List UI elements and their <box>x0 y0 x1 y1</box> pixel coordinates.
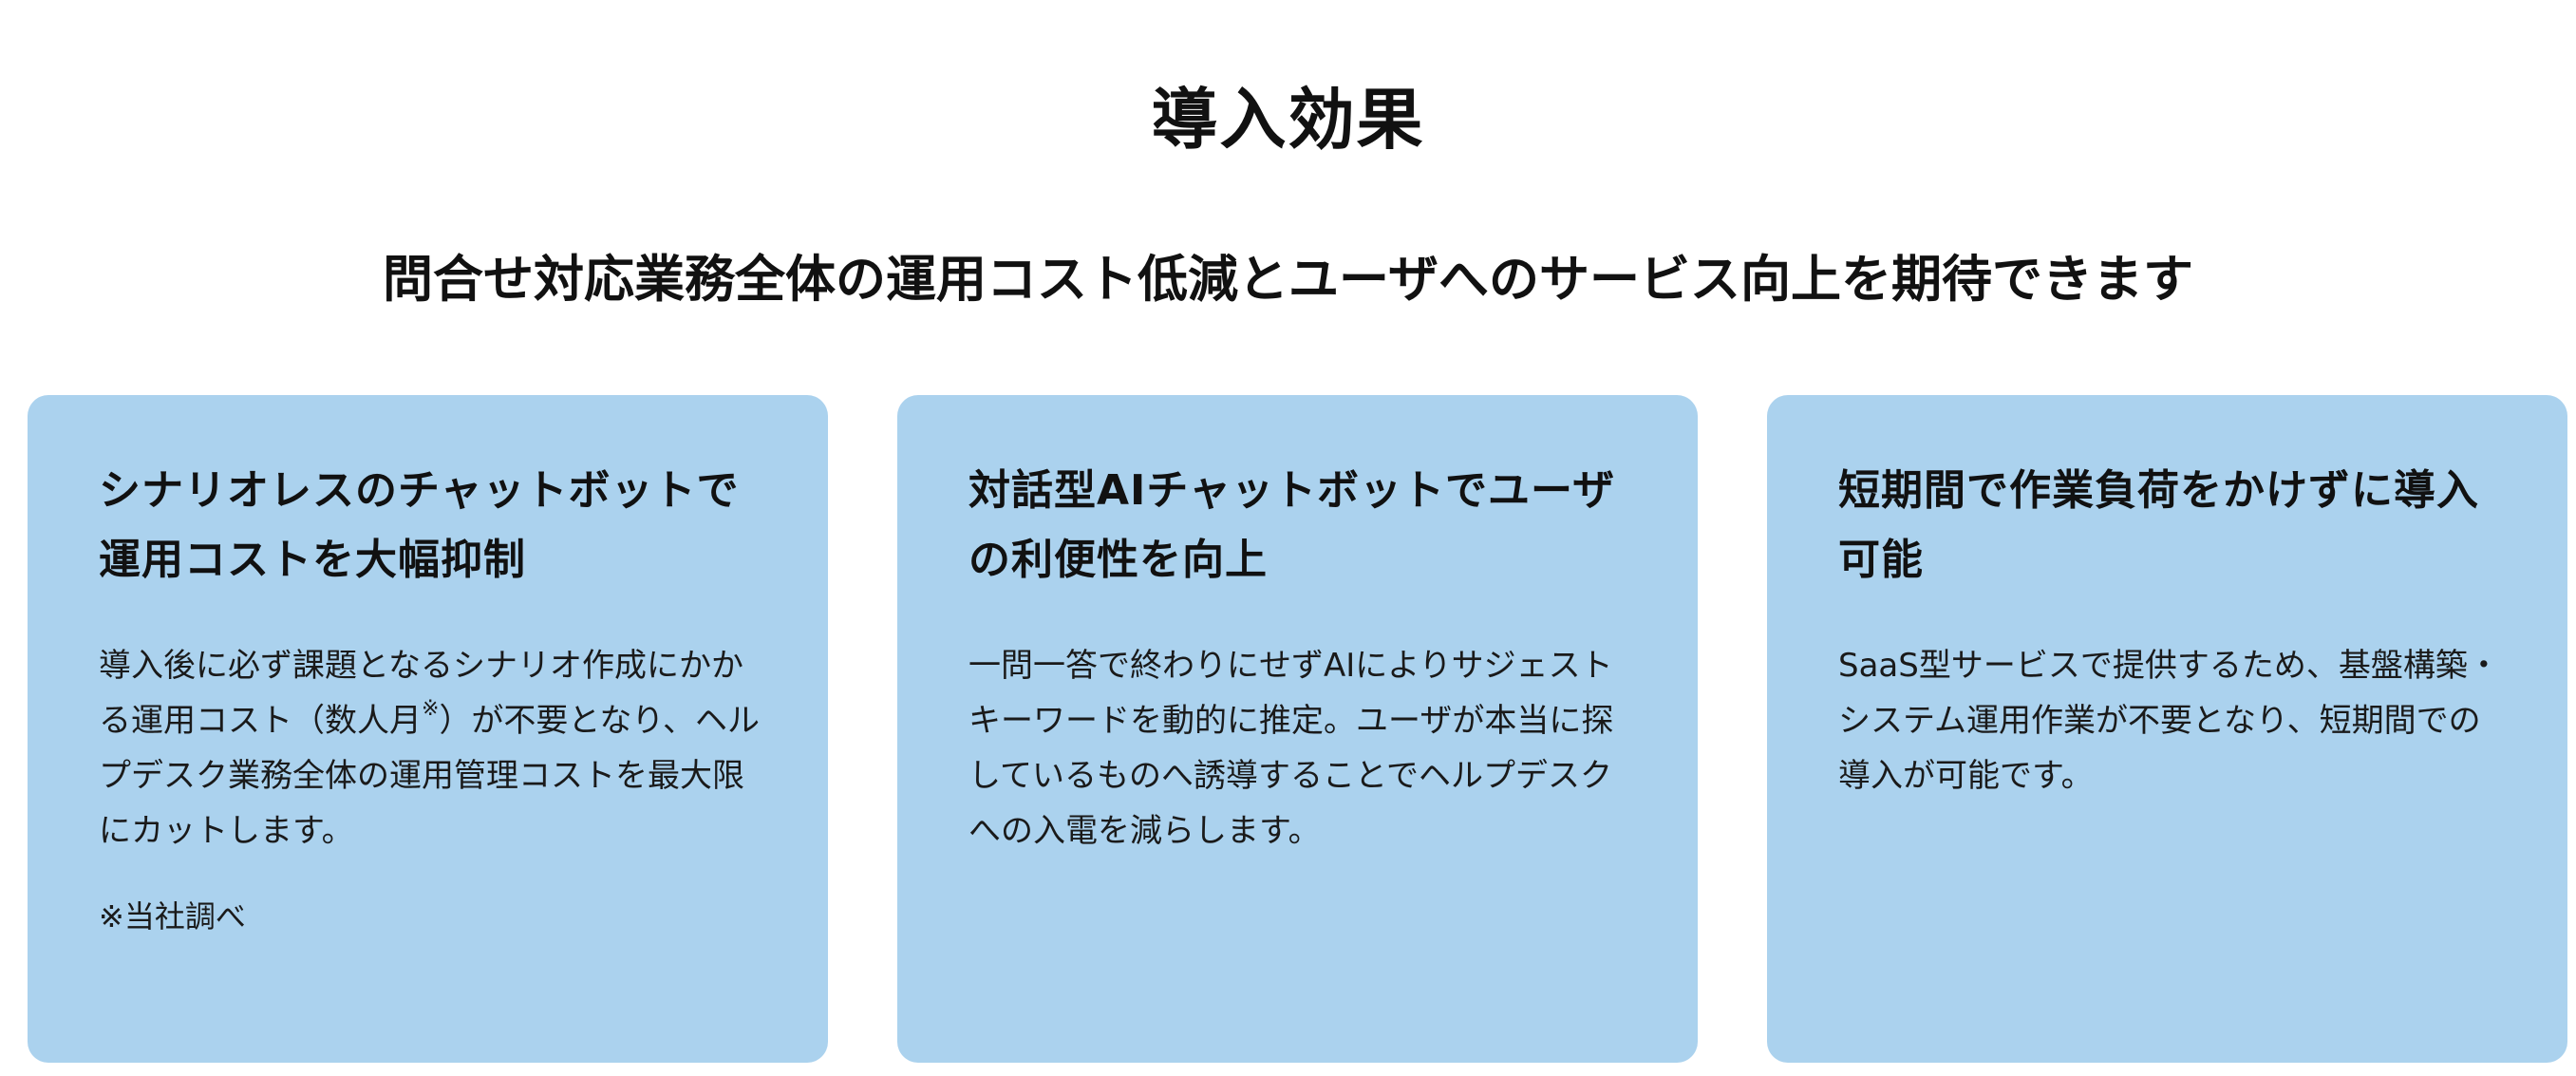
footnote-mark: ※ <box>422 697 440 721</box>
card-footnote: ※当社調べ <box>99 898 246 934</box>
card-body: 一問一答で終わりにせずAIによりサジェストキーワードを動的に推定。ユーザが本当に… <box>968 647 1614 850</box>
card-body-text: 導入後に必ず課題となるシナリオ作成にかかる運用コスト（数人月 <box>99 647 743 740</box>
card-title: 対話型AIチャットボットでユーザの利便性を向上 <box>968 466 1616 584</box>
card-body: SaaS型サービスで提供するため、基盤構築・システム運用作業が不要となり、短期間… <box>1838 647 2500 795</box>
benefit-cards: シナリオレスのチャットボットで運用コストを大幅抑制 導入後に必ず課題となるシナリ… <box>28 395 2567 1063</box>
benefit-card-cost-reduction: シナリオレスのチャットボットで運用コストを大幅抑制 導入後に必ず課題となるシナリ… <box>28 395 828 1063</box>
card-title: シナリオレスのチャットボットで運用コストを大幅抑制 <box>99 466 740 584</box>
card-body-text: ）が不要となり、ヘルプデスク業務全体の運用管理コストを最大限にカットします。 <box>99 702 761 850</box>
benefit-card-user-convenience: 対話型AIチャットボットでユーザの利便性を向上 一問一答で終わりにせずAIにより… <box>897 395 1698 1063</box>
section-title: 導入効果 <box>1151 81 1425 159</box>
section-subtitle: 問合せ対応業務全体の運用コスト低減とユーザへのサービス向上を期待できます <box>383 251 2193 309</box>
benefit-card-quick-deployment: 短期間で作業負荷をかけずに導入可能 SaaS型サービスで提供するため、基盤構築・… <box>1767 395 2567 1063</box>
card-title: 短期間で作業負荷をかけずに導入可能 <box>1838 466 2479 584</box>
card-body: 導入後に必ず課題となるシナリオ作成にかかる運用コスト（数人月※）が不要となり、ヘ… <box>99 638 762 859</box>
